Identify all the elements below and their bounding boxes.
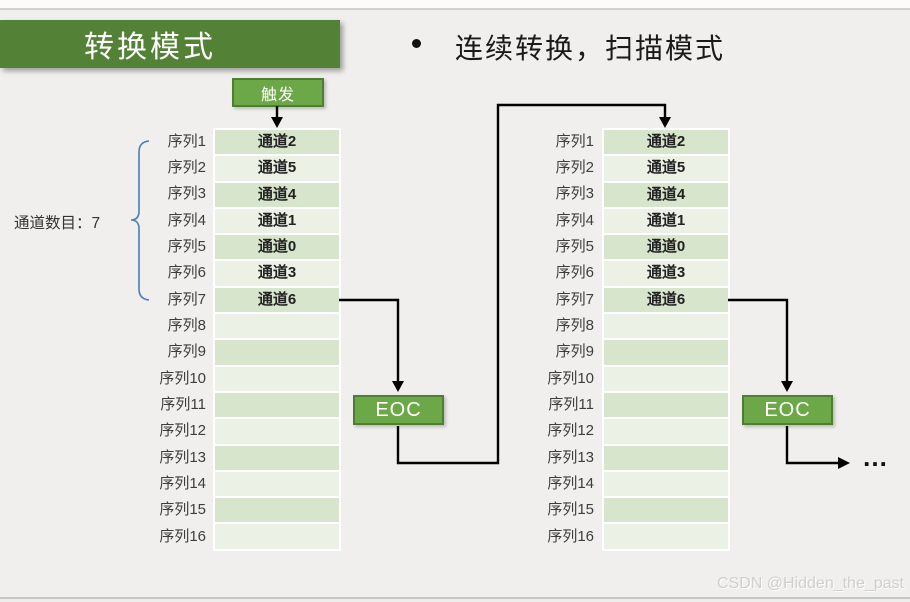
trigger-box: 触发	[232, 78, 324, 107]
channel-cell	[215, 524, 339, 549]
arrowhead-down-icon	[271, 117, 283, 128]
channel-cell	[604, 419, 728, 444]
sequence-label: 序列13	[547, 448, 594, 466]
channel-count-label: 通道数目：7	[14, 215, 101, 232]
sequence-label: 序列15	[547, 501, 594, 519]
sequence-label: 序列2	[555, 158, 594, 176]
sequence-label: 序列10	[159, 369, 206, 387]
watermark: CSDN @Hidden_the_past	[716, 575, 904, 592]
sequence-label: 序列14	[159, 474, 206, 492]
sequence-label: 序列1	[555, 132, 594, 150]
sequence-label: 序列1	[167, 132, 206, 150]
channel-cell: 通道4	[604, 182, 728, 207]
sequence-label: 序列8	[167, 316, 206, 334]
channel-cell: 通道0	[604, 235, 728, 260]
sequence-label: 序列13	[159, 448, 206, 466]
sequence-label: 序列9	[167, 343, 206, 361]
eoc-box-2: EOC	[742, 395, 833, 425]
channel-cell: 通道1	[215, 208, 339, 234]
sequence-label: 序列3	[167, 185, 206, 203]
continuation-ellipsis: …	[862, 442, 891, 472]
channel-cell	[215, 392, 339, 418]
sequence-label: 序列16	[159, 527, 206, 545]
channel-cell	[215, 340, 339, 365]
channel-cell: 通道1	[604, 208, 728, 234]
channel-cell	[604, 366, 728, 391]
channel-cell: 通道6	[604, 287, 728, 313]
sequence-label: 序列8	[555, 316, 594, 334]
bottom-margin	[0, 599, 910, 602]
channel-cell: 通道2	[604, 130, 728, 155]
sequence-label: 序列9	[555, 343, 594, 361]
sequence-labels-column-2: 序列1 序列2 序列3 序列4 序列5 序列6 序列7 序列8 序列9 序列10 序列11 序列12 序…	[516, 129, 594, 551]
arrowhead-down-icon	[659, 117, 671, 128]
sequence-label: 序列12	[547, 422, 594, 440]
channel-cell	[215, 366, 339, 391]
bullet-icon	[412, 39, 421, 48]
bullet-text: 连续转换，扫描模式	[455, 33, 726, 64]
channel-cell: 通道0	[215, 235, 339, 260]
arrowhead-right-icon	[838, 457, 850, 469]
channel-cell	[215, 471, 339, 497]
sequence-label: 序列6	[555, 264, 594, 282]
channel-cell: 通道6	[215, 287, 339, 313]
top-margin	[0, 0, 910, 8]
sequence-label: 序列14	[547, 474, 594, 492]
channel-cell	[604, 314, 728, 339]
channel-cell: 通道3	[215, 261, 339, 286]
channel-cell	[215, 419, 339, 444]
channel-cell: 通道5	[215, 156, 339, 181]
sequence-label: 序列15	[159, 501, 206, 519]
channel-cell	[604, 524, 728, 549]
sequence-label: 序列3	[555, 185, 594, 203]
sequence-label: 序列16	[547, 527, 594, 545]
sequence-label: 序列2	[167, 158, 206, 176]
sequence-label: 序列6	[167, 264, 206, 282]
channel-cell	[604, 471, 728, 497]
connector-seq7-to-eoc1	[339, 298, 400, 382]
channel-cell: 通道2	[215, 130, 339, 155]
sequence-label: 序列7	[167, 290, 206, 308]
sequence-label: 序列5	[555, 237, 594, 255]
sequence-label: 序列7	[555, 290, 594, 308]
sequence-label: 序列11	[548, 395, 594, 413]
channel-cell: 通道5	[604, 156, 728, 181]
sequence-label: 序列4	[167, 211, 206, 229]
sequence-label: 序列5	[167, 237, 206, 255]
channel-cell	[215, 314, 339, 339]
channel-cell	[604, 445, 728, 470]
channel-cell	[215, 445, 339, 470]
channel-cell	[604, 498, 728, 523]
eoc-box-1: EOC	[353, 395, 444, 425]
arrowhead-down-icon	[392, 381, 404, 392]
sequence-label: 序列10	[547, 369, 594, 387]
sequence-labels-column-1: 序列1 序列2 序列3 序列4 序列5 序列6 序列7 序列8 序列9 序列10 序列11 序列12 序…	[128, 129, 206, 551]
connector-seq7-to-eoc2	[728, 298, 789, 382]
bottom-divider	[0, 597, 910, 599]
channel-cell	[215, 498, 339, 523]
connector-eoc2-to-ellipsis	[785, 426, 840, 465]
arrowhead-down-icon	[781, 381, 793, 392]
channel-cell: 通道4	[215, 182, 339, 207]
channel-cell	[604, 340, 728, 365]
sequence-label: 序列4	[555, 211, 594, 229]
channel-cell	[604, 392, 728, 418]
sequence-label: 序列11	[160, 395, 206, 413]
sequence-label: 序列12	[159, 422, 206, 440]
channel-cell: 通道3	[604, 261, 728, 286]
top-divider	[0, 8, 910, 10]
page-title: 转换模式	[0, 20, 340, 68]
